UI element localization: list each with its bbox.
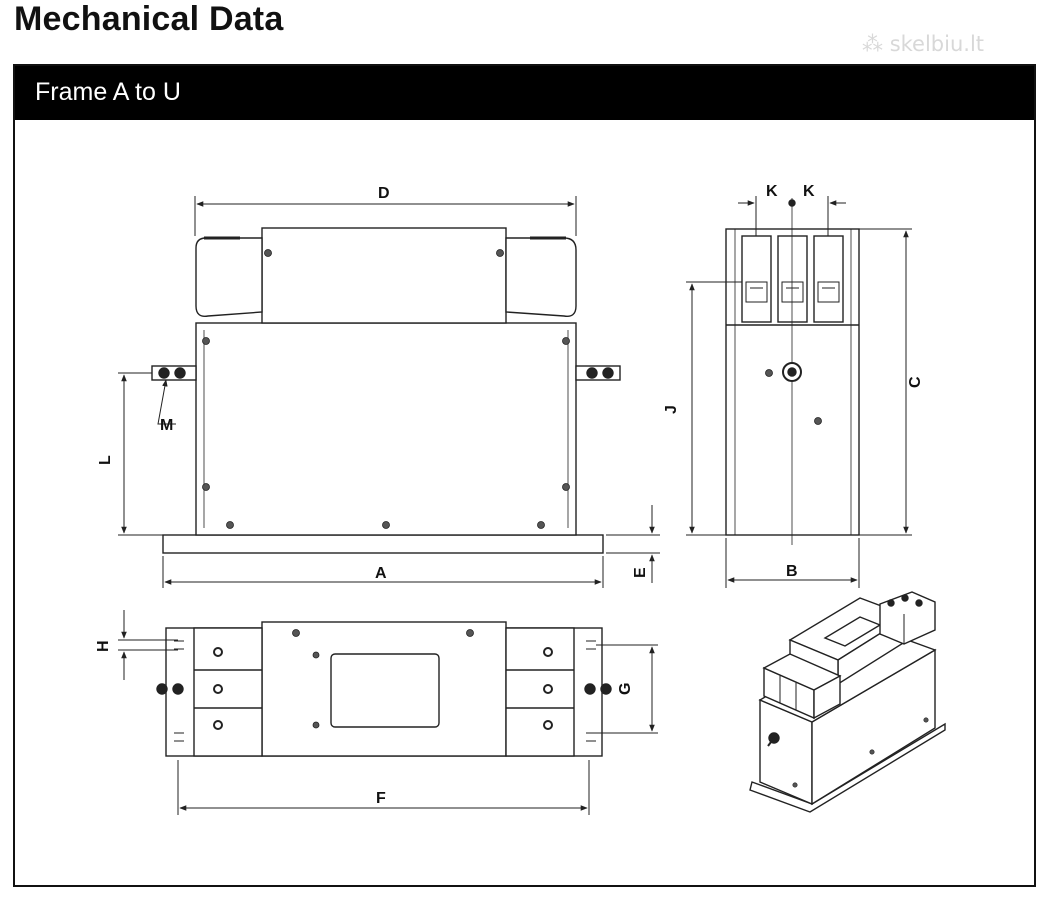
dim-label-b: B: [786, 563, 798, 580]
dim-label-h: H: [95, 640, 112, 652]
panel-title: Frame A to U: [35, 78, 181, 106]
isometric-view: [749, 591, 946, 813]
dim-label-m: M: [160, 417, 173, 434]
dim-label-g: G: [617, 683, 634, 695]
dim-label-c: C: [907, 376, 924, 388]
panel-header: Frame A to U: [15, 66, 1034, 120]
watermark-text: skelbiu.lt: [889, 32, 985, 56]
dim-label-e: E: [632, 567, 649, 578]
watermark-icon: ⁂: [862, 32, 890, 56]
dim-label-a: A: [375, 565, 387, 582]
dim-label-f: F: [376, 790, 386, 807]
diagram-panel: Frame A to U: [13, 64, 1036, 887]
dim-label-k-left: K: [766, 183, 778, 200]
side-view: [725, 198, 860, 545]
dim-label-d: D: [378, 185, 390, 202]
dim-label-j: J: [663, 405, 680, 414]
top-view: [156, 621, 612, 757]
dim-label-k-right: K: [803, 183, 815, 200]
dim-label-l: L: [97, 455, 114, 465]
front-view: [151, 227, 621, 554]
page-title: Mechanical Data: [14, 0, 284, 38]
watermark: ⁂ skelbiu.lt: [862, 32, 984, 56]
